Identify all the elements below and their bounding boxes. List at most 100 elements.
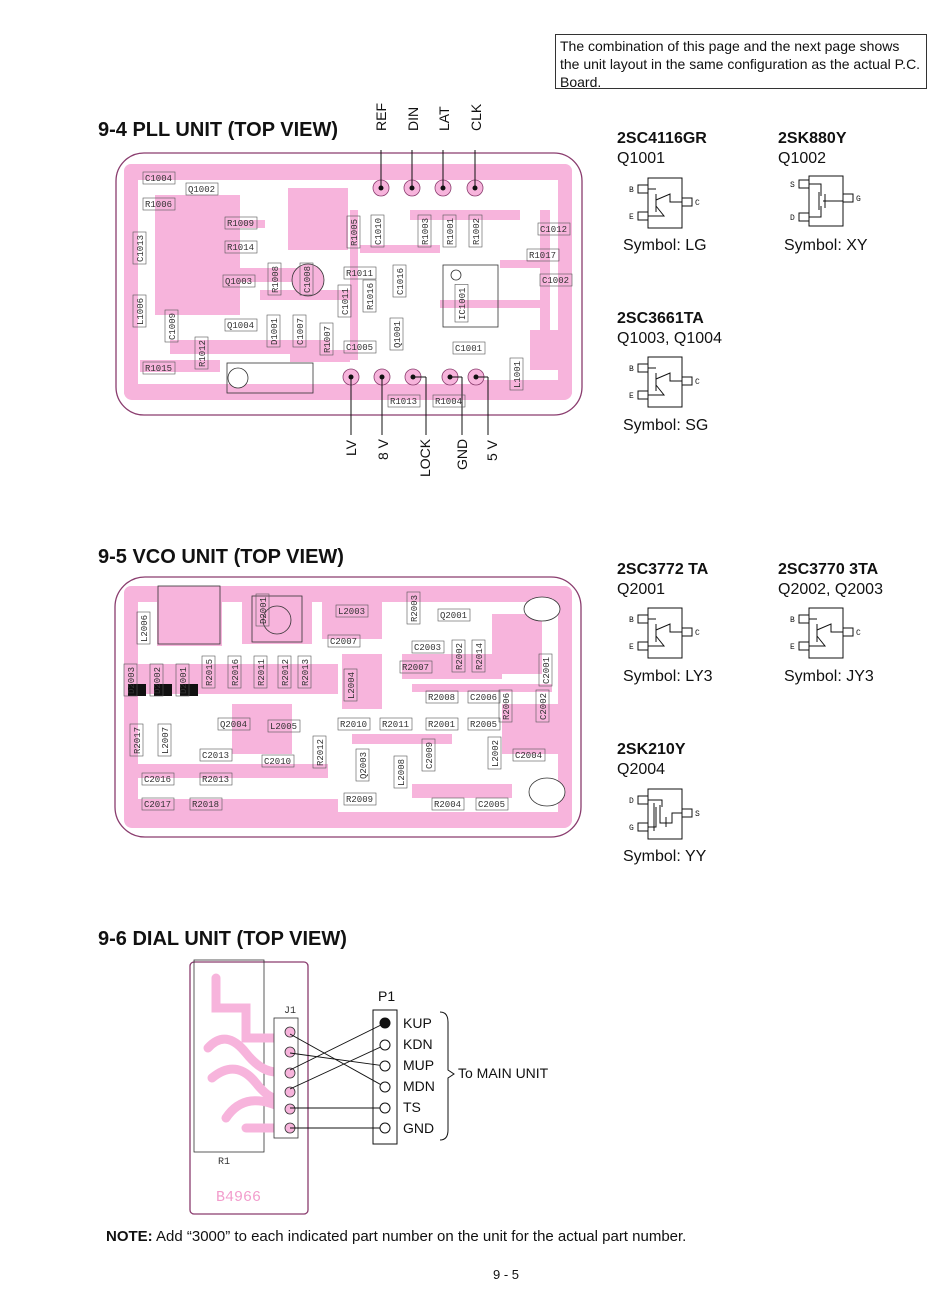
dial-to-main-unit: To MAIN UNIT xyxy=(458,1065,549,1081)
component-label: Q1001 xyxy=(393,321,403,348)
component-label: R1003 xyxy=(421,218,431,245)
dial-pin-ts: TS xyxy=(403,1099,421,1115)
component-outline xyxy=(129,723,144,757)
component-outline xyxy=(498,689,513,723)
component-outline xyxy=(175,663,190,697)
component-outline xyxy=(261,754,295,768)
pll-pin-lock-label: LOCK xyxy=(417,438,433,477)
component-outline xyxy=(319,322,334,356)
component-label: D2001 xyxy=(179,667,189,694)
component-outline xyxy=(132,294,147,328)
component-label: R1013 xyxy=(390,397,417,407)
component-label: L2006 xyxy=(140,615,150,642)
component-label: L2008 xyxy=(397,759,407,786)
pin-e-label: E xyxy=(790,643,795,652)
component-label: C2016 xyxy=(144,775,171,785)
transistor-ref-q1002: Q1002 xyxy=(778,150,827,167)
component-outline xyxy=(157,723,172,757)
component-outline xyxy=(526,248,560,262)
component-outline xyxy=(471,639,486,673)
dial-connector-wiring xyxy=(290,1009,455,1145)
component-label: C1010 xyxy=(374,218,384,245)
component-outline xyxy=(399,660,433,674)
component-outline xyxy=(537,222,571,236)
pin-c-label: C xyxy=(856,629,861,638)
component-label: R2010 xyxy=(340,720,367,730)
component-outline xyxy=(392,264,407,298)
component-label: C2006 xyxy=(470,693,497,703)
transistor-symbol-q1002: Symbol: XY xyxy=(784,237,868,254)
component-label: R2016 xyxy=(231,659,241,686)
vco-trimmer xyxy=(262,605,292,635)
component-label: C2009 xyxy=(425,742,435,769)
transistor-part-q2002: 2SC3770 3TA xyxy=(778,561,879,578)
component-label: R1006 xyxy=(145,200,172,210)
component-outline xyxy=(312,735,327,769)
component-outline xyxy=(467,690,501,704)
component-label: R2011 xyxy=(382,720,409,730)
component-label: C2007 xyxy=(330,637,357,647)
component-label: R2013 xyxy=(202,775,229,785)
pll-pin-5v-label: 5 V xyxy=(484,439,500,461)
component-label: C2005 xyxy=(478,800,505,810)
component-label: R1009 xyxy=(227,219,254,229)
component-outline xyxy=(417,214,432,248)
component-label: R2015 xyxy=(205,659,215,686)
component-label: R1012 xyxy=(198,340,208,367)
pll-pin-lat-label: LAT xyxy=(436,106,452,131)
pll-copper-traces xyxy=(124,164,572,400)
component-outline xyxy=(509,357,524,391)
component-label: C1009 xyxy=(168,313,178,340)
component-outline xyxy=(297,655,312,689)
component-label: Q1002 xyxy=(188,185,215,195)
component-outline xyxy=(387,394,421,408)
component-outline xyxy=(335,604,369,618)
dial-section-title: 9-6 DIAL UNIT (TOP VIEW) xyxy=(98,928,347,950)
component-outline xyxy=(222,274,256,288)
pin-c-label: C xyxy=(695,629,700,638)
component-outline xyxy=(343,668,358,702)
component-label: R2003 xyxy=(410,595,420,622)
component-outline xyxy=(389,317,404,351)
component-label: D2002 xyxy=(153,667,163,694)
component-label: R2002 xyxy=(455,643,465,670)
transistor-ref-q1003: Q1003, Q1004 xyxy=(617,330,722,347)
component-label: R1011 xyxy=(346,269,373,279)
component-label: C1008 xyxy=(303,266,313,293)
component-label: R2007 xyxy=(402,663,429,673)
component-outline xyxy=(468,214,483,248)
component-outline xyxy=(185,182,219,196)
component-outline xyxy=(337,717,371,731)
component-outline xyxy=(189,797,223,811)
component-label: C2001 xyxy=(542,657,552,684)
pll-pin-ref-label: REF xyxy=(373,103,389,131)
pll-pin-8v-label: 8 V xyxy=(375,438,391,460)
component-label: D2001 xyxy=(259,597,269,624)
transistor-part-q1002: 2SK880Y xyxy=(778,130,847,147)
dial-connector-label: P1 xyxy=(378,988,396,1004)
component-label: C1005 xyxy=(346,343,373,353)
component-outline xyxy=(255,593,270,627)
component-label: C1011 xyxy=(341,288,351,315)
pin-b-label: B xyxy=(790,616,795,625)
component-outline xyxy=(224,318,258,332)
component-outline xyxy=(425,690,459,704)
pin-d-label: D xyxy=(629,797,634,806)
component-label: R1001 xyxy=(446,218,456,245)
component-outline xyxy=(299,262,314,296)
component-outline xyxy=(141,772,175,786)
component-label: R2005 xyxy=(470,720,497,730)
pin-d-label: D xyxy=(790,214,795,223)
pin-b-label: B xyxy=(629,186,634,195)
component-outline xyxy=(136,611,151,645)
component-outline xyxy=(538,653,553,687)
component-outline xyxy=(431,797,465,811)
component-label: C2003 xyxy=(414,643,441,653)
component-label: D2003 xyxy=(127,667,137,694)
component-outline xyxy=(411,640,445,654)
component-label: L1001 xyxy=(513,361,523,388)
component-outline xyxy=(266,314,281,348)
component-label: R2001 xyxy=(428,720,455,730)
component-label: IC1001 xyxy=(458,288,468,320)
